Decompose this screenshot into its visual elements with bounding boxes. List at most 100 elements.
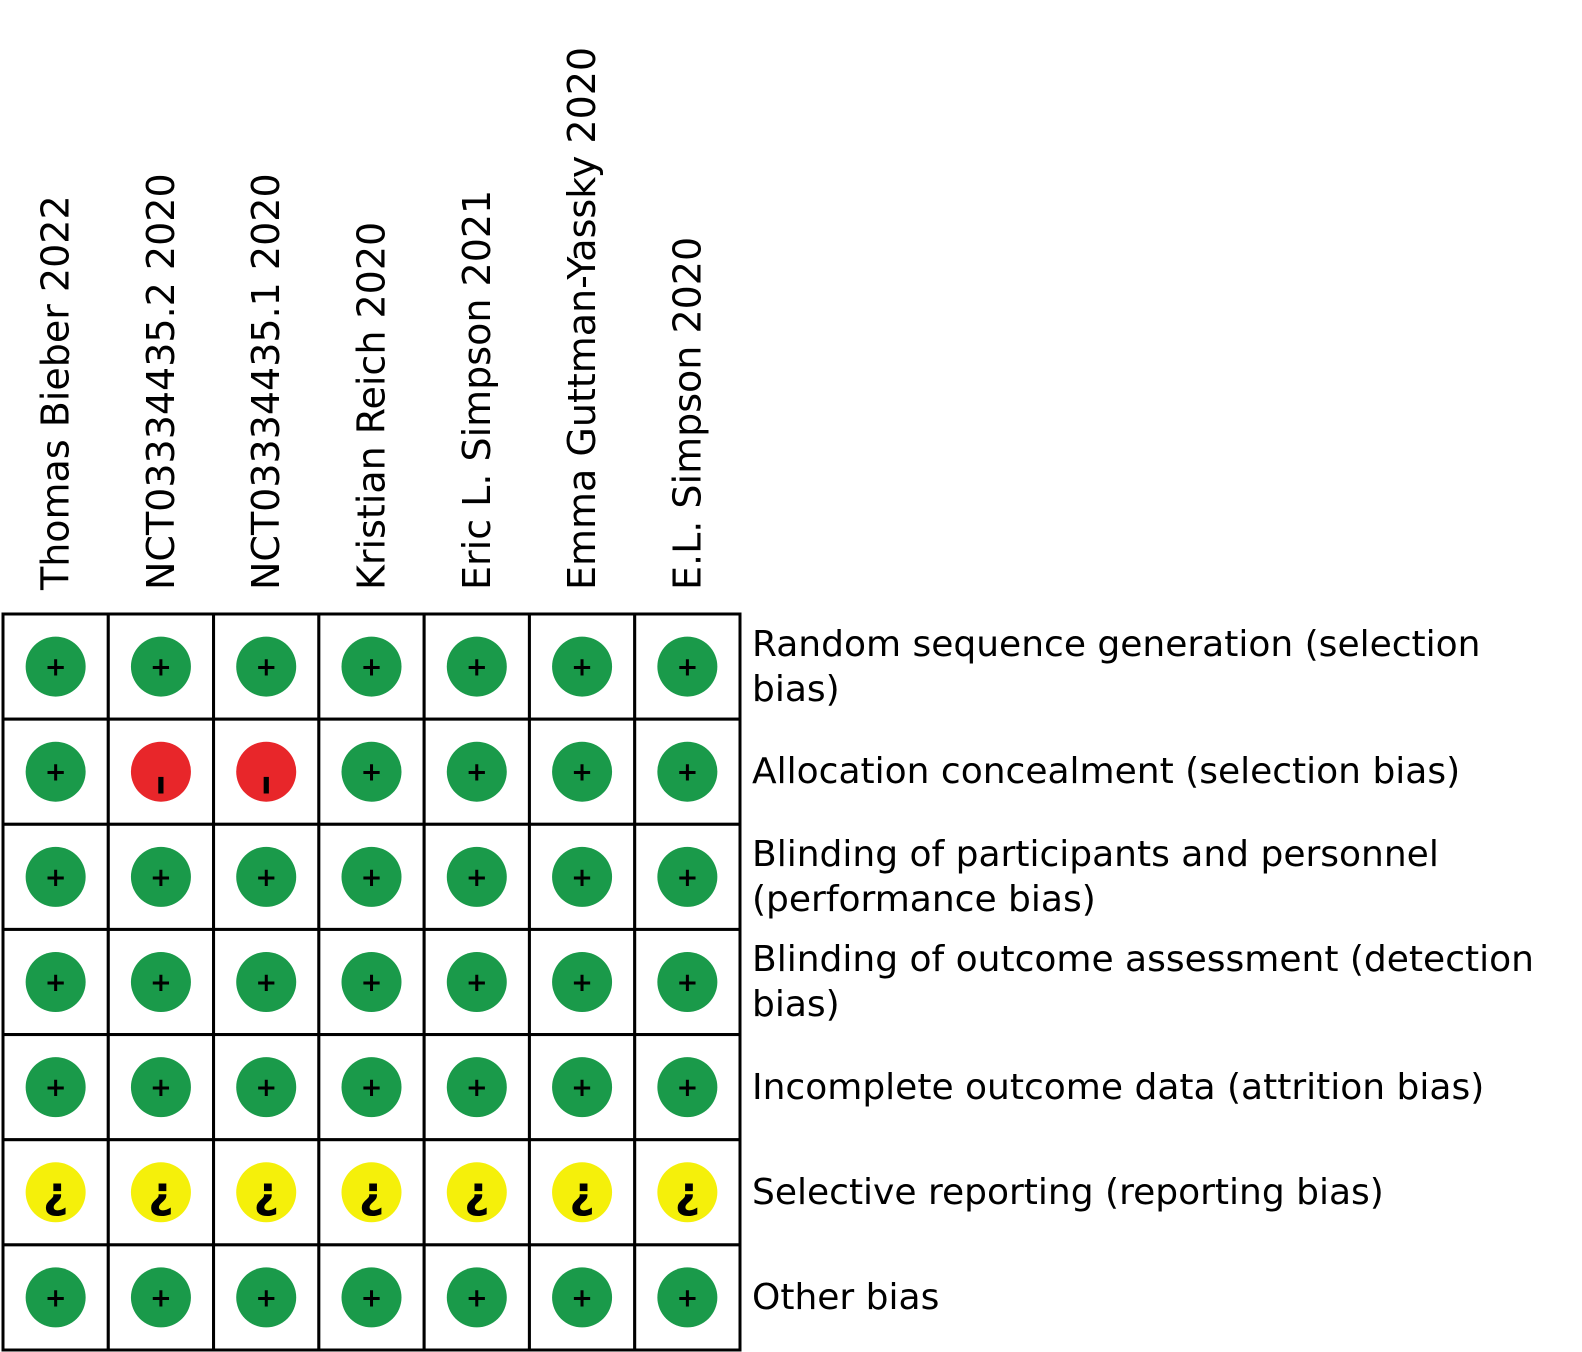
risk-circle bbox=[552, 1162, 613, 1223]
risk-symbol: + bbox=[571, 863, 593, 893]
risk-circle bbox=[552, 1057, 613, 1118]
risk-symbol: + bbox=[150, 1073, 172, 1103]
risk-mark: ¿ bbox=[341, 1162, 402, 1223]
risk-mark: + bbox=[25, 1267, 86, 1328]
risk-circle bbox=[341, 1057, 402, 1118]
risk-circle bbox=[130, 636, 191, 697]
grid-cell bbox=[106, 927, 216, 1037]
domain-label: Selective reporting (reporting bias) bbox=[752, 1171, 1384, 1213]
risk-symbol: + bbox=[255, 653, 277, 683]
risk-symbol: ¿ bbox=[675, 1167, 701, 1218]
risk-symbol: + bbox=[45, 758, 67, 788]
risk-mark: + bbox=[552, 1267, 613, 1328]
risk-symbol: + bbox=[361, 1283, 383, 1313]
risk-symbol: + bbox=[361, 653, 383, 683]
risk-mark: + bbox=[552, 636, 613, 697]
risk-mark: + bbox=[236, 952, 297, 1012]
risk-mark: + bbox=[657, 636, 718, 697]
risk-circle bbox=[657, 1267, 718, 1328]
risk-mark: + bbox=[446, 636, 507, 697]
risk-circle bbox=[552, 846, 613, 907]
risk-circle bbox=[446, 1267, 507, 1328]
risk-circle bbox=[25, 952, 86, 1012]
risk-circle bbox=[552, 741, 613, 802]
study-label: Thomas Bieber 2022 bbox=[34, 195, 78, 591]
risk-circle bbox=[657, 846, 718, 907]
risk-circle bbox=[446, 846, 507, 907]
study-label: NCT03334435.1 2020 bbox=[244, 173, 288, 590]
domain-label: Blinding of participants and personnel (… bbox=[752, 833, 1439, 920]
risk-mark: + bbox=[657, 952, 718, 1012]
risk-circle bbox=[130, 1267, 191, 1328]
risk-symbol: + bbox=[676, 863, 698, 893]
risk-symbol: + bbox=[676, 758, 698, 788]
risk-symbol: ¿ bbox=[464, 1167, 490, 1218]
risk-symbol: + bbox=[361, 968, 383, 998]
risk-mark: + bbox=[341, 741, 402, 802]
risk-mark: ¿ bbox=[236, 1162, 297, 1223]
risk-symbol: + bbox=[150, 653, 172, 683]
grid-cell bbox=[317, 717, 426, 826]
risk-circle bbox=[130, 741, 191, 802]
risk-circle bbox=[657, 1162, 718, 1223]
domain-label: Random sequence generation (selection bi… bbox=[752, 623, 1481, 710]
risk-symbol: + bbox=[571, 653, 593, 683]
study-label: Emma Guttman-Yassky 2020 bbox=[560, 47, 604, 590]
risk-circle bbox=[25, 741, 86, 802]
risk-circle bbox=[446, 741, 507, 802]
grid-cell bbox=[633, 1138, 742, 1247]
risk-circle bbox=[552, 636, 613, 697]
risk-symbol: ı bbox=[261, 767, 271, 802]
risk-symbol: + bbox=[255, 1283, 277, 1313]
risk-circle bbox=[236, 741, 297, 802]
risk-symbol: + bbox=[361, 1073, 383, 1103]
risk-mark: + bbox=[446, 1057, 507, 1118]
risk-mark: + bbox=[25, 741, 86, 802]
risk-symbol: + bbox=[150, 1283, 172, 1313]
risk-mark: + bbox=[341, 636, 402, 697]
risk-mark: + bbox=[552, 846, 613, 907]
risk-circle bbox=[341, 741, 402, 802]
risk-circle bbox=[25, 1162, 86, 1223]
risk-mark: + bbox=[130, 846, 191, 907]
risk-symbol: + bbox=[45, 1283, 67, 1313]
risk-mark: + bbox=[552, 741, 613, 802]
risk-symbol: + bbox=[466, 968, 488, 998]
risk-circle bbox=[130, 1162, 191, 1223]
risk-symbol: + bbox=[571, 1283, 593, 1313]
risk-circle bbox=[446, 1162, 507, 1223]
risk-mark: + bbox=[130, 952, 191, 1012]
risk-symbol: + bbox=[466, 758, 488, 788]
risk-mark: ¿ bbox=[446, 1162, 507, 1223]
risk-mark: + bbox=[25, 636, 86, 697]
risk-symbol: + bbox=[466, 1283, 488, 1313]
risk-mark: + bbox=[552, 952, 613, 1012]
risk-symbol: + bbox=[45, 653, 67, 683]
risk-mark: + bbox=[657, 846, 718, 907]
risk-symbol: + bbox=[571, 1073, 593, 1103]
risk-circle bbox=[25, 636, 86, 697]
risk-symbol: + bbox=[676, 1073, 698, 1103]
domain-label: Blinding of outcome assessment (detectio… bbox=[752, 939, 1534, 1025]
study-label: E.L. Simpson 2020 bbox=[665, 237, 709, 590]
risk-circle bbox=[446, 952, 507, 1012]
risk-mark: + bbox=[446, 952, 507, 1012]
risk-circle bbox=[25, 1267, 86, 1328]
risk-symbol: + bbox=[676, 968, 698, 998]
risk-mark: + bbox=[446, 1267, 507, 1328]
risk-symbol: + bbox=[676, 653, 698, 683]
risk-mark: + bbox=[341, 952, 402, 1012]
risk-symbol: ı bbox=[156, 767, 166, 802]
risk-symbol: + bbox=[361, 758, 383, 788]
risk-circle bbox=[552, 952, 613, 1012]
study-label: NCT03334435.2 2020 bbox=[139, 173, 183, 590]
risk-symbol: + bbox=[150, 968, 172, 998]
risk-mark: + bbox=[25, 846, 86, 907]
risk-circle bbox=[657, 741, 718, 802]
risk-circle bbox=[341, 846, 402, 907]
risk-circle bbox=[25, 846, 86, 907]
risk-mark: + bbox=[341, 846, 402, 907]
risk-circle bbox=[130, 1057, 191, 1118]
risk-symbol: + bbox=[45, 1073, 67, 1103]
